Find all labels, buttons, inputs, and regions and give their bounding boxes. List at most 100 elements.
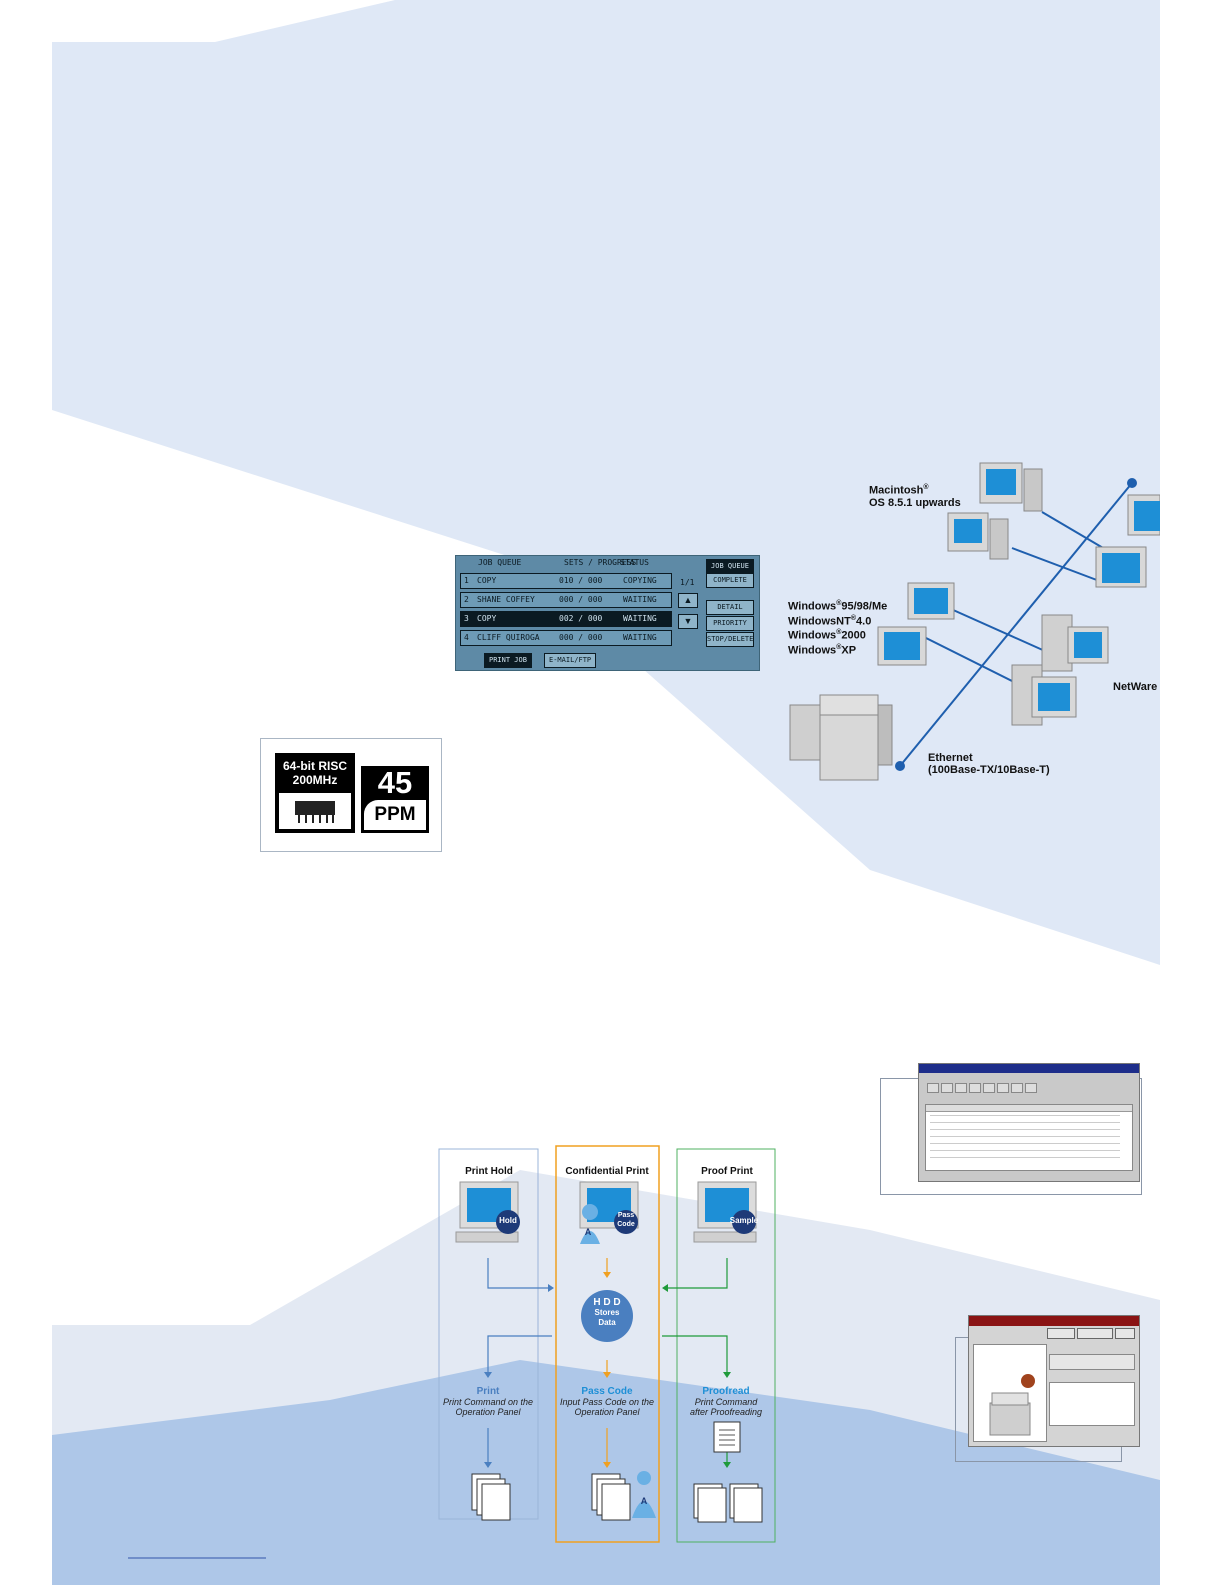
- admin-title-bar: [919, 1064, 1139, 1073]
- job-row[interactable]: 3 COPY 002 / 000 WAITING: [460, 611, 672, 627]
- print-output-desc-line1: Print Command on the: [442, 1397, 534, 1407]
- job-row[interactable]: 4 CLIFF QUIROGA 000 / 000 WAITING: [460, 630, 672, 646]
- user-letter: A: [584, 1227, 592, 1237]
- win-2000-rest: 2000: [841, 629, 866, 642]
- job-num: 4: [464, 633, 469, 642]
- printer-list[interactable]: [925, 1104, 1133, 1171]
- proofread-output-title: Proofread: [702, 1386, 750, 1397]
- status-header: STATUS: [620, 558, 649, 567]
- ppm-number: 45: [377, 765, 413, 800]
- proofread-output-desc-line1: Print Command: [694, 1397, 758, 1407]
- user-icon: [632, 1471, 656, 1518]
- sample-badge: Sample: [729, 1216, 759, 1225]
- proofread-output-desc-line2: after Proofreading: [689, 1407, 763, 1417]
- win-nt: WindowsNT: [788, 615, 851, 628]
- job-status: COPYING: [623, 576, 657, 585]
- windows-label: Windows®95/98/Me WindowsNT®4.0 Windows®2…: [788, 598, 887, 657]
- email-ftp-tab[interactable]: E-MAIL/FTP: [544, 653, 597, 668]
- job-name: CLIFF QUIROGA: [477, 633, 540, 642]
- pass-code-badge-line1: Pass: [617, 1212, 635, 1219]
- win-xp-rest: XP: [841, 644, 857, 657]
- win-95-rest: 95/98/Me: [841, 600, 888, 613]
- toolbar-button[interactable]: [1025, 1083, 1037, 1093]
- netware-label: NetWare: [1113, 681, 1158, 693]
- job-row[interactable]: 2 SHANE COFFEY 000 / 000 WAITING: [460, 592, 672, 608]
- hdd-label-line1: H D D: [593, 1297, 621, 1308]
- job-row[interactable]: 1 COPY 010 / 000 COPYING: [460, 573, 672, 589]
- priority-button[interactable]: PRIORITY: [706, 616, 754, 631]
- cpu-badge: 64-bit RISC 200MHz: [275, 753, 355, 833]
- confidential-computer-icon: [579, 1181, 639, 1244]
- win-2000: Windows: [788, 629, 837, 642]
- toolbar-button[interactable]: [1011, 1083, 1023, 1093]
- pass-code-badge-line2: Code: [617, 1221, 635, 1228]
- print-output-desc: Print Command on the Operation Panel: [423, 1397, 553, 1417]
- job-num: 2: [464, 595, 469, 604]
- client-computer-icon: [1095, 494, 1160, 588]
- job-name: COPY: [477, 614, 497, 623]
- hdd-icon: [581, 1290, 633, 1342]
- reg-mark: ®: [923, 484, 929, 491]
- hdd-label-line3: Data: [598, 1318, 616, 1327]
- status-button[interactable]: [1047, 1328, 1075, 1339]
- netware-server-icon: [1011, 614, 1109, 726]
- confidential-print-title: Confidential Print: [565, 1166, 649, 1177]
- print-flow-diagram: [438, 1145, 776, 1543]
- proof-computer-icon: [693, 1181, 757, 1243]
- reg-mark: ®: [836, 629, 842, 637]
- pass-code-output-desc-line1: Input Pass Code on the: [559, 1397, 655, 1407]
- confidential-print-frame: [555, 1145, 660, 1543]
- cpu-label-2: 200MHz: [292, 773, 338, 787]
- job-status: WAITING: [623, 614, 657, 623]
- scroll-down-button[interactable]: ▼: [678, 614, 698, 629]
- pass-code-output-title: Pass Code: [581, 1386, 633, 1397]
- printer-image: [973, 1344, 1047, 1442]
- mac-label-line2: OS 8.5.1 upwards: [869, 496, 961, 509]
- ethernet-line2: (100Base-TX/10Base-T): [928, 764, 1050, 776]
- print-job-tab[interactable]: PRINT JOB: [484, 653, 532, 668]
- scroll-up-button[interactable]: ▲: [678, 593, 698, 608]
- copier-icon: [789, 694, 893, 781]
- hdd-label-line2: Stores: [594, 1308, 620, 1317]
- complete-button[interactable]: COMPLETE: [706, 573, 754, 588]
- detail-button[interactable]: DETAIL: [706, 600, 754, 615]
- stop-delete-button[interactable]: STOP/DELETE: [706, 632, 754, 647]
- win-xp: Windows: [788, 644, 837, 657]
- printer-status-window: [968, 1315, 1140, 1447]
- sets-progress-header: SETS / PROGRESS: [564, 558, 637, 567]
- windows-computer-icon: [877, 582, 955, 666]
- ppm-unit: PPM: [374, 804, 416, 825]
- pass-code-badge: Pass Code: [612, 1211, 640, 1229]
- job-name: SHANE COFFEY: [477, 595, 535, 604]
- ppm-badge: 45 PPM: [361, 766, 429, 833]
- job-queue-panel: JOB QUEUE SETS / PROGRESS STATUS 1 COPY …: [455, 555, 760, 671]
- toolbar-button[interactable]: [969, 1083, 981, 1093]
- user-letter: A: [640, 1496, 648, 1506]
- mac-label: Macintosh® OS 8.5.1 upwards: [869, 482, 961, 509]
- page-indicator: 1/1: [680, 578, 695, 587]
- print-hold-title: Print Hold: [465, 1166, 513, 1177]
- ethernet-label: Ethernet (100Base-TX/10Base-T): [928, 752, 1050, 776]
- print-output-desc-line2: Operation Panel: [455, 1407, 521, 1417]
- toolbar-button[interactable]: [955, 1083, 967, 1093]
- toolbar-button[interactable]: [927, 1083, 939, 1093]
- status-button[interactable]: [1115, 1328, 1135, 1339]
- toolbar-button[interactable]: [997, 1083, 1009, 1093]
- printed-documents-icon: [471, 1473, 763, 1523]
- status-button[interactable]: [1077, 1328, 1113, 1339]
- job-queue-tab-button[interactable]: JOB QUEUE: [706, 559, 754, 574]
- pass-code-output-desc: Input Pass Code on the Operation Panel: [542, 1397, 672, 1417]
- reg-mark: ®: [850, 614, 857, 622]
- spec-badge: 64-bit RISC 200MHz 45 PPM: [260, 738, 442, 852]
- reg-mark: ®: [836, 643, 842, 651]
- job-progress: 010 / 000: [559, 576, 603, 585]
- hold-badge: Hold: [499, 1216, 517, 1225]
- job-progress: 000 / 000: [559, 595, 603, 604]
- win-nt-rest: 4.0: [856, 615, 872, 628]
- toolbar-button[interactable]: [983, 1083, 995, 1093]
- tray-table: [1049, 1382, 1135, 1426]
- proof-print-frame: [676, 1148, 776, 1543]
- job-queue-header: JOB QUEUE: [478, 558, 522, 567]
- toolbar-button[interactable]: [941, 1083, 953, 1093]
- job-status: WAITING: [623, 633, 657, 642]
